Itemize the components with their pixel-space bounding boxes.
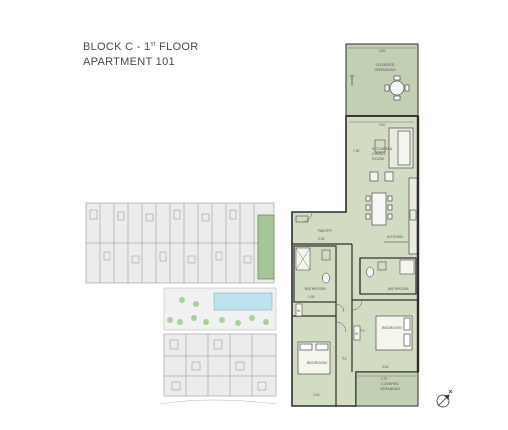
- dim-living-width: 4.00: [379, 123, 386, 127]
- label-bedroom-1: BEDROOM: [382, 326, 402, 330]
- washbasin-1: [321, 249, 331, 261]
- label-bathroom-2: BATHROOM: [388, 287, 409, 291]
- washbasin-2: [377, 261, 387, 271]
- kitchen-counter: [408, 177, 418, 255]
- double-bed-1: [375, 315, 413, 351]
- north-arrow-icon: [436, 389, 453, 408]
- label-kitchen-dining-3: ROOM: [372, 157, 384, 161]
- label-bedroom-2: BEDROOM: [307, 361, 327, 365]
- shower-2: [399, 259, 415, 275]
- dim-pantry: 2.30: [318, 237, 325, 241]
- apartment-title: APARTMENT 101: [83, 56, 175, 68]
- dim-bedroom1-width: 3.60: [382, 365, 389, 369]
- dining-table: [365, 192, 393, 226]
- label-covered-verandah-top-2: VERANDAH: [374, 68, 395, 72]
- label-kitchen: KITCHEN: [387, 235, 403, 239]
- armchairs: [369, 171, 394, 182]
- dim-living-height: 7.50: [353, 149, 360, 153]
- covered-verandah-bottom: [355, 371, 419, 407]
- dim-verandah-bottom: 3.70: [381, 377, 388, 381]
- label-kitchen-dining-1: KITCHEN &: [372, 147, 393, 151]
- label-wardrobe-1: W: [297, 309, 301, 313]
- entry-door-swing: [301, 211, 313, 223]
- label-wardrobe-2: W: [355, 332, 359, 336]
- toilet-2: [366, 266, 374, 278]
- swimming-pool: [213, 292, 273, 311]
- label-covered-verandah-top-1: COVERED: [376, 63, 395, 67]
- label-pantry: PANTRY: [318, 229, 333, 233]
- dim-bedroom2-width: 3.10: [313, 393, 320, 397]
- dim-bath-width: 2.00: [308, 295, 315, 299]
- block-floor-title: BLOCK C - 1st FLOOR: [83, 41, 199, 53]
- outdoor-table-set: [384, 75, 410, 101]
- label-covered-verandah-bottom-1: COVERED: [381, 382, 399, 386]
- dim-verandah-top: 4.00: [379, 49, 386, 53]
- double-bed-2: [297, 341, 331, 375]
- kitchen-sink: [409, 209, 417, 221]
- label-tv-2: TV: [342, 357, 347, 361]
- sofa: [388, 127, 414, 169]
- wardrobe-2: [353, 325, 361, 341]
- covered-verandah-top: [345, 43, 419, 117]
- coffee-table: [374, 139, 386, 153]
- wardrobe-1: [295, 303, 303, 317]
- site-key-plan: [85, 202, 277, 405]
- toilet-1: [322, 272, 330, 284]
- apartment-floor-plan: 4.00 COVERED VERANDAH 4.00 7.50 KITCHEN …: [291, 43, 420, 407]
- highlighted-apartment: [257, 214, 275, 280]
- label-tv: TV: [360, 329, 365, 333]
- label-bathroom-1: BATHROOM: [305, 287, 326, 291]
- label-covered-verandah-bottom-2: VERANDAH: [380, 387, 400, 391]
- label-kitchen-dining-2: DINING: [372, 152, 385, 156]
